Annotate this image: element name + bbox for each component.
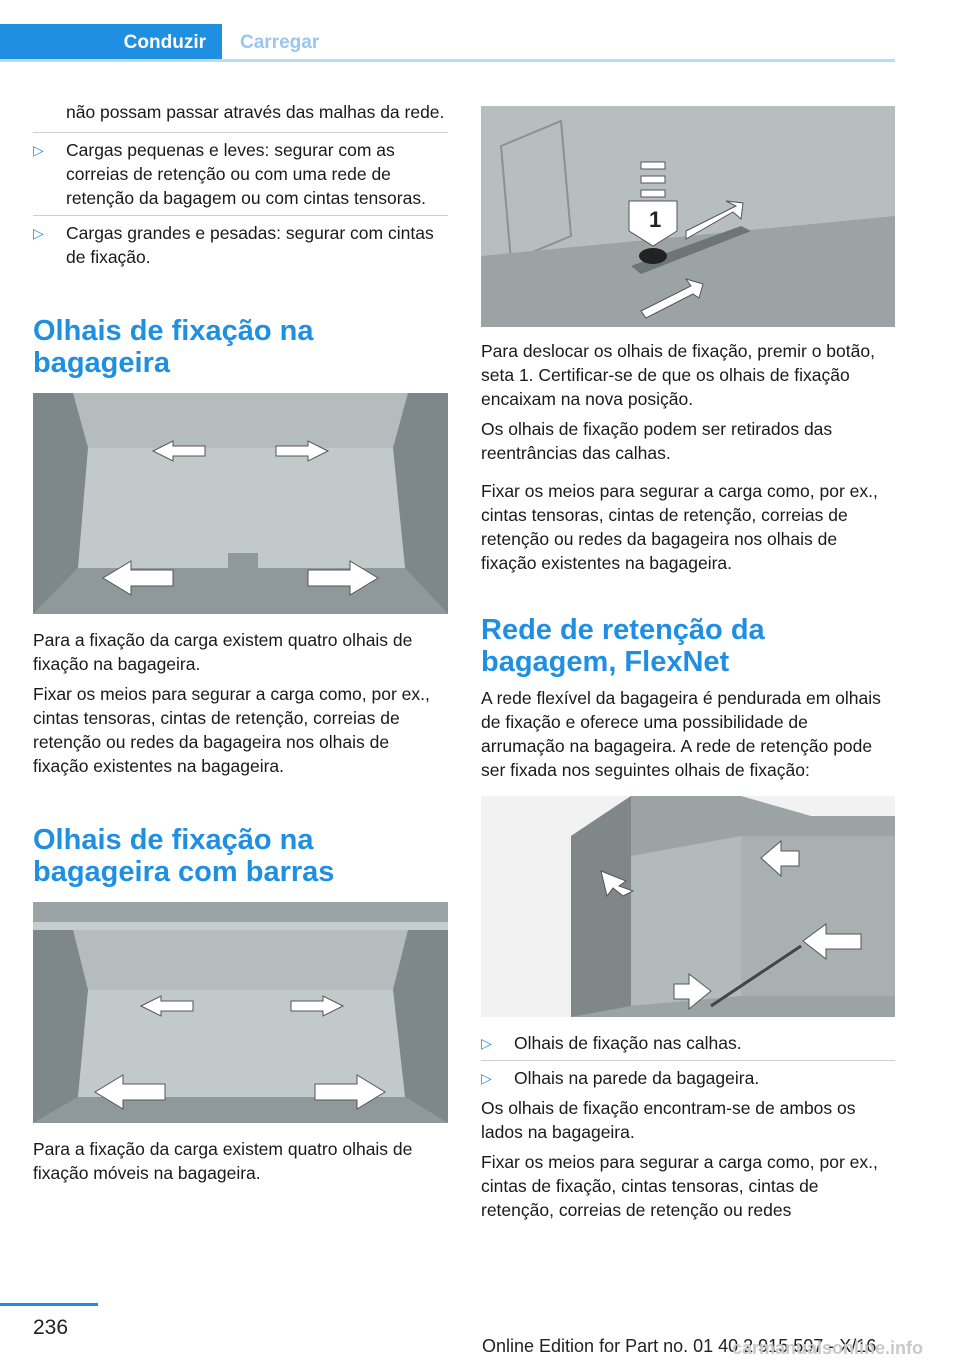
divider <box>33 215 448 216</box>
section-heading: Rede de retenção da bagagem, FlexNet <box>481 614 765 678</box>
section-heading: Olhais de fixação na bagageira com barra… <box>33 824 335 888</box>
list-item-text: Cargas grandes e pesadas: segurar com ci… <box>66 223 434 267</box>
triangle-right-icon: ▷ <box>481 1035 492 1051</box>
list-item-text: Cargas pequenas e leves: segurar com as … <box>66 140 426 208</box>
paragraph: Para deslocar os olhais de fixação, prem… <box>481 341 875 409</box>
triangle-right-icon: ▷ <box>33 225 44 241</box>
edition-note: Online Edition for Part no. 01 40 2 915 … <box>482 1336 877 1356</box>
list-item: ▷ Cargas pequenas e leves: segurar com as… <box>33 138 448 210</box>
arrow-label-1: 1 <box>649 207 661 232</box>
section-heading: Olhais de fixação na bagageira <box>33 315 314 379</box>
load-bullet-list-2: ▷ Cargas grandes e pesadas: segurar com c… <box>33 221 448 269</box>
divider <box>33 132 448 133</box>
paragraph: Fixar os meios para segurar a carga como… <box>481 481 878 573</box>
header-rule <box>0 59 895 62</box>
header-tabs: Conduzir Carregar <box>0 24 895 62</box>
footer-rule <box>0 1303 98 1306</box>
list-item: ▷ Olhais na parede da bagageira. <box>481 1066 895 1090</box>
divider <box>481 1060 895 1061</box>
left-column: não possam passar através das malhas da … <box>33 100 448 1185</box>
load-bullet-list: ▷ Cargas pequenas e leves: segurar com as… <box>33 138 448 210</box>
tab-carregar[interactable]: Carregar <box>240 32 320 53</box>
flexnet-bullet-list-2: ▷ Olhais na parede da bagageira. <box>481 1066 895 1090</box>
triangle-right-icon: ▷ <box>481 1070 492 1086</box>
paragraph: Os olhais de fixação encontram-se de amb… <box>481 1098 856 1142</box>
right-column: 1 Para deslocar os olhais de fixação, pr… <box>481 106 895 1222</box>
rail-eyelet-image: 1 <box>481 106 895 327</box>
paragraph: Para a fixação da carga existem quatro o… <box>33 630 413 674</box>
watermark: carmanualsonline.info <box>732 1338 924 1358</box>
list-item-text: Olhais na parede da bagageira. <box>514 1068 760 1088</box>
list-item-text: Olhais de fixação nas calhas. <box>514 1033 742 1053</box>
page-number: 236 <box>33 1316 69 1339</box>
flexnet-image <box>481 796 895 1017</box>
paragraph: Os olhais de fixação podem ser retirados… <box>481 419 833 463</box>
paragraph: A rede flexível da bagageira é pendurada… <box>481 688 881 780</box>
tab-conduzir[interactable]: Conduzir <box>0 24 222 62</box>
list-item: ▷ Olhais de fixação nas calhas. <box>481 1031 895 1055</box>
intro-continuation: não possam passar através das malhas da … <box>66 102 445 122</box>
trunk-image-rails <box>33 902 448 1123</box>
paragraph: Fixar os meios para segurar a carga como… <box>481 1152 878 1220</box>
paragraph: Para a fixação da carga existem quatro o… <box>33 1139 413 1183</box>
triangle-right-icon: ▷ <box>33 142 44 158</box>
paragraph: Fixar os meios para segurar a carga como… <box>33 684 430 776</box>
flexnet-bullet-list: ▷ Olhais de fixação nas calhas. <box>481 1031 895 1055</box>
list-item: ▷ Cargas grandes e pesadas: segurar com c… <box>33 221 448 269</box>
trunk-image-four-eyelets <box>33 393 448 614</box>
